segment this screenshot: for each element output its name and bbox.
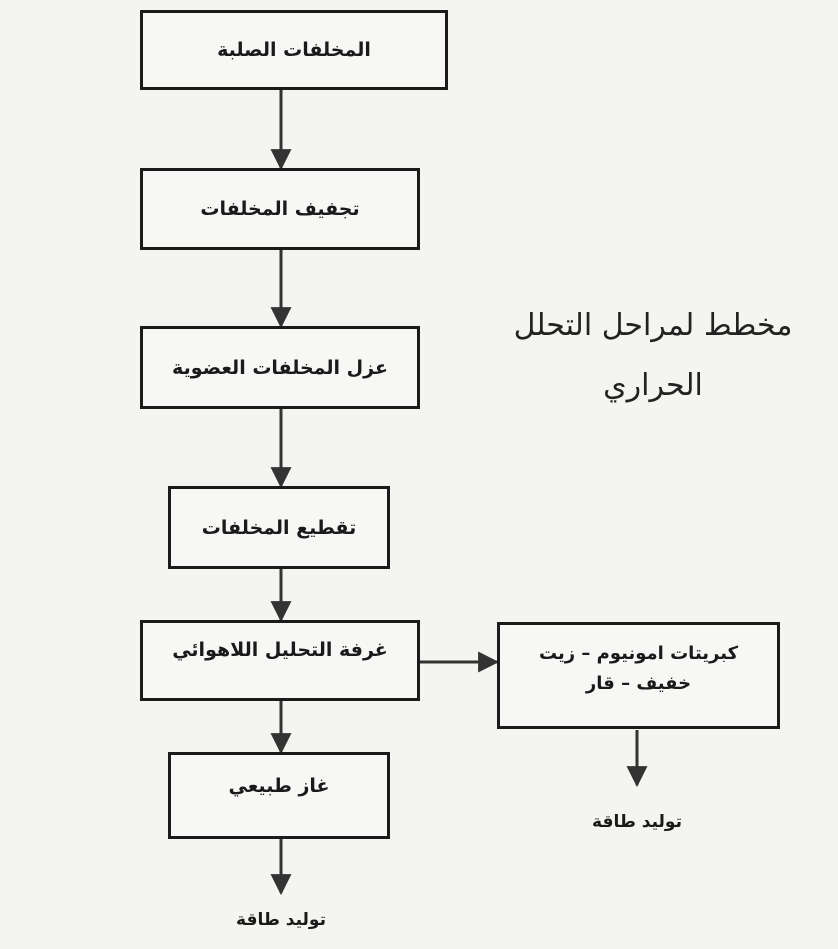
step-shredding-label: تقطيع المخلفات <box>201 516 357 539</box>
diagram-title-line2: الحراري <box>603 368 703 403</box>
step-organic-separation: عزل المخلفات العضوية <box>140 326 420 409</box>
side-byproducts-line2: خفيف – قار <box>585 673 692 694</box>
step-anaerobic-chamber-label: غرفة التحليل اللاهوائي <box>172 639 388 661</box>
output-energy-side: توليد طاقة <box>592 812 682 832</box>
step-shredding: تقطيع المخلفات <box>168 486 390 569</box>
step-anaerobic-chamber: غرفة التحليل اللاهوائي <box>140 620 420 701</box>
step-natural-gas-label: غاز طبيعي <box>228 775 330 797</box>
step-drying: تجفيف المخلفات <box>140 168 420 250</box>
step-natural-gas: غاز طبيعي <box>168 752 390 839</box>
output-energy-main: توليد طاقة <box>236 910 326 930</box>
step-solid-waste-label: المخلفات الصلبة <box>217 39 371 61</box>
diagram-title: مخطط لمراحل التحلل الحراري <box>480 296 826 416</box>
side-byproducts-line1: كبريتات امونيوم – زيت <box>538 643 739 664</box>
step-drying-label: تجفيف المخلفات <box>200 198 360 220</box>
diagram-title-line1: مخطط لمراحل التحلل <box>513 308 793 343</box>
step-organic-separation-label: عزل المخلفات العضوية <box>172 356 388 379</box>
side-byproducts-box: كبريتات امونيوم – زيت خفيف – قار <box>497 622 780 729</box>
step-solid-waste: المخلفات الصلبة <box>140 10 448 90</box>
